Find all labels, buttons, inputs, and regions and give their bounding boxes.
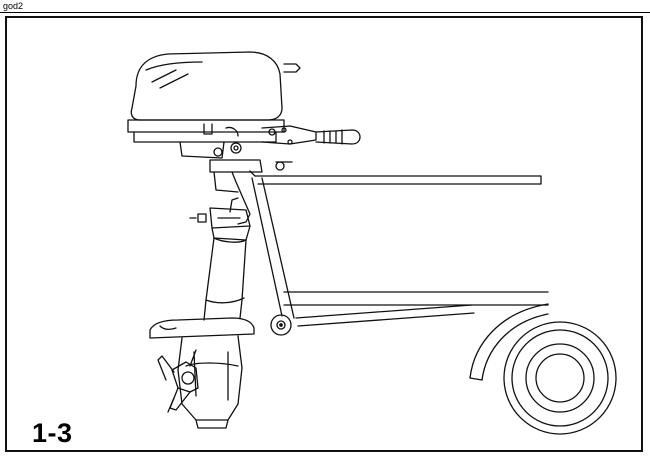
page-tag: god2 bbox=[3, 1, 24, 11]
pivot-roller bbox=[270, 314, 292, 336]
header-rule bbox=[0, 12, 650, 13]
figure-label: 1-3 bbox=[32, 418, 73, 448]
outboard-motor bbox=[127, 51, 361, 429]
trailer-wheel bbox=[469, 303, 617, 435]
trailer-frame bbox=[249, 170, 549, 327]
